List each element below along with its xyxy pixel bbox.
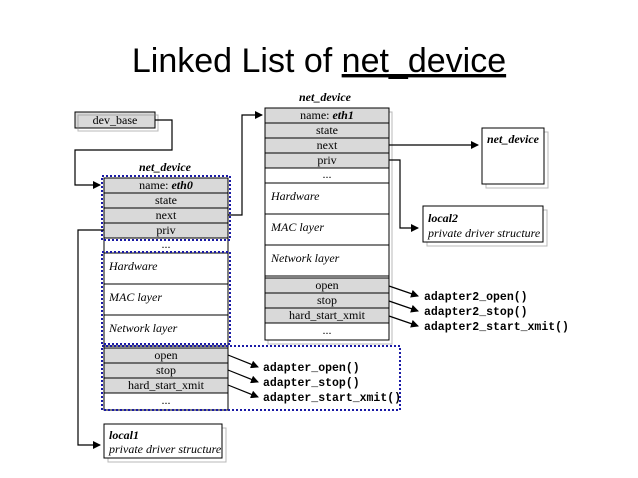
dev-base-to-eth0-arrow <box>74 119 173 189</box>
eth0-layers-highlight <box>101 251 231 345</box>
slide-title: Linked List of net_device <box>132 42 506 80</box>
eth1-priv-to-local2-arrow <box>389 159 419 232</box>
local2-box: local2 private driver structure <box>422 205 548 247</box>
dev-base-label: dev_base <box>93 113 138 127</box>
adapter2-start-xmit-fn: adapter2_start_xmit() <box>424 321 569 334</box>
eth0-state-field: state <box>155 193 177 207</box>
eth0-priv-to-local1-arrow <box>77 229 104 449</box>
local2-name: local2 <box>428 211 458 225</box>
eth0-next-field: next <box>156 208 177 222</box>
eth0-name-field: name: eth0 <box>139 178 193 192</box>
eth1-next-field: next <box>317 138 338 152</box>
eth1-struct-label: net_device <box>299 90 352 104</box>
eth0-hardware-field: Hardware <box>108 259 158 273</box>
adapter2-stop-fn: adapter2_stop() <box>424 306 528 319</box>
eth1-open-field: open <box>315 278 338 292</box>
eth1-state-field: state <box>316 123 338 137</box>
eth1-ellipsis-2: ... <box>323 323 332 337</box>
eth1-xmit-arrow <box>388 315 419 328</box>
eth1-mac-field: MAC layer <box>270 220 324 234</box>
local1-box: local1 private driver structure <box>103 423 227 463</box>
eth0-methods-highlight <box>101 345 401 411</box>
eth0-xmit-arrow <box>227 384 259 399</box>
eth0-open-field: open <box>154 348 177 362</box>
eth0-hard-start-xmit-field: hard_start_xmit <box>128 378 205 392</box>
eth1-hard-start-xmit-field: hard_start_xmit <box>289 308 366 322</box>
eth0-ellipsis-2: ... <box>162 393 171 407</box>
eth0-stop-arrow <box>227 369 259 384</box>
eth0-open-arrow <box>227 354 259 369</box>
eth0-network-field: Network layer <box>108 321 178 335</box>
eth1-hardware-field: Hardware <box>270 189 320 203</box>
adapter-open-fn: adapter_open() <box>263 362 360 375</box>
eth1-open-arrow <box>388 285 419 298</box>
adapter2-open-fn: adapter2_open() <box>424 291 528 304</box>
eth0-stop-field: stop <box>156 363 176 377</box>
eth1-stop-field: stop <box>317 293 337 307</box>
eth0-priv-field: priv <box>156 223 175 237</box>
eth0-ellipsis-1: ... <box>162 237 171 251</box>
eth0-struct-label: net_device <box>139 160 192 174</box>
local2-desc: private driver structure <box>427 226 541 240</box>
local1-name: local1 <box>109 428 139 442</box>
eth1-name-field: name: eth1 <box>300 108 354 122</box>
net-device-eth0: name: eth0 state next priv ... Hardware … <box>103 177 229 411</box>
dev-base-box: dev_base <box>74 111 159 132</box>
local1-desc: private driver structure <box>108 442 222 456</box>
next-net-device-label: net_device <box>487 132 540 146</box>
eth0-mac-field: MAC layer <box>108 290 162 304</box>
eth1-priv-field: priv <box>317 153 336 167</box>
net-device-eth1: name: eth1 state next priv ... Hardware … <box>264 107 393 345</box>
eth0-header-highlight <box>101 175 231 241</box>
eth1-network-field: Network layer <box>270 251 340 265</box>
net-device-next-box: net_device <box>481 127 549 189</box>
adapter-stop-fn: adapter_stop() <box>263 377 360 390</box>
adapter-start-xmit-fn: adapter_start_xmit() <box>263 392 401 405</box>
eth1-stop-arrow <box>388 300 419 313</box>
eth1-ellipsis-1: ... <box>323 167 332 181</box>
eth0-next-to-eth1-arrow <box>228 111 263 216</box>
